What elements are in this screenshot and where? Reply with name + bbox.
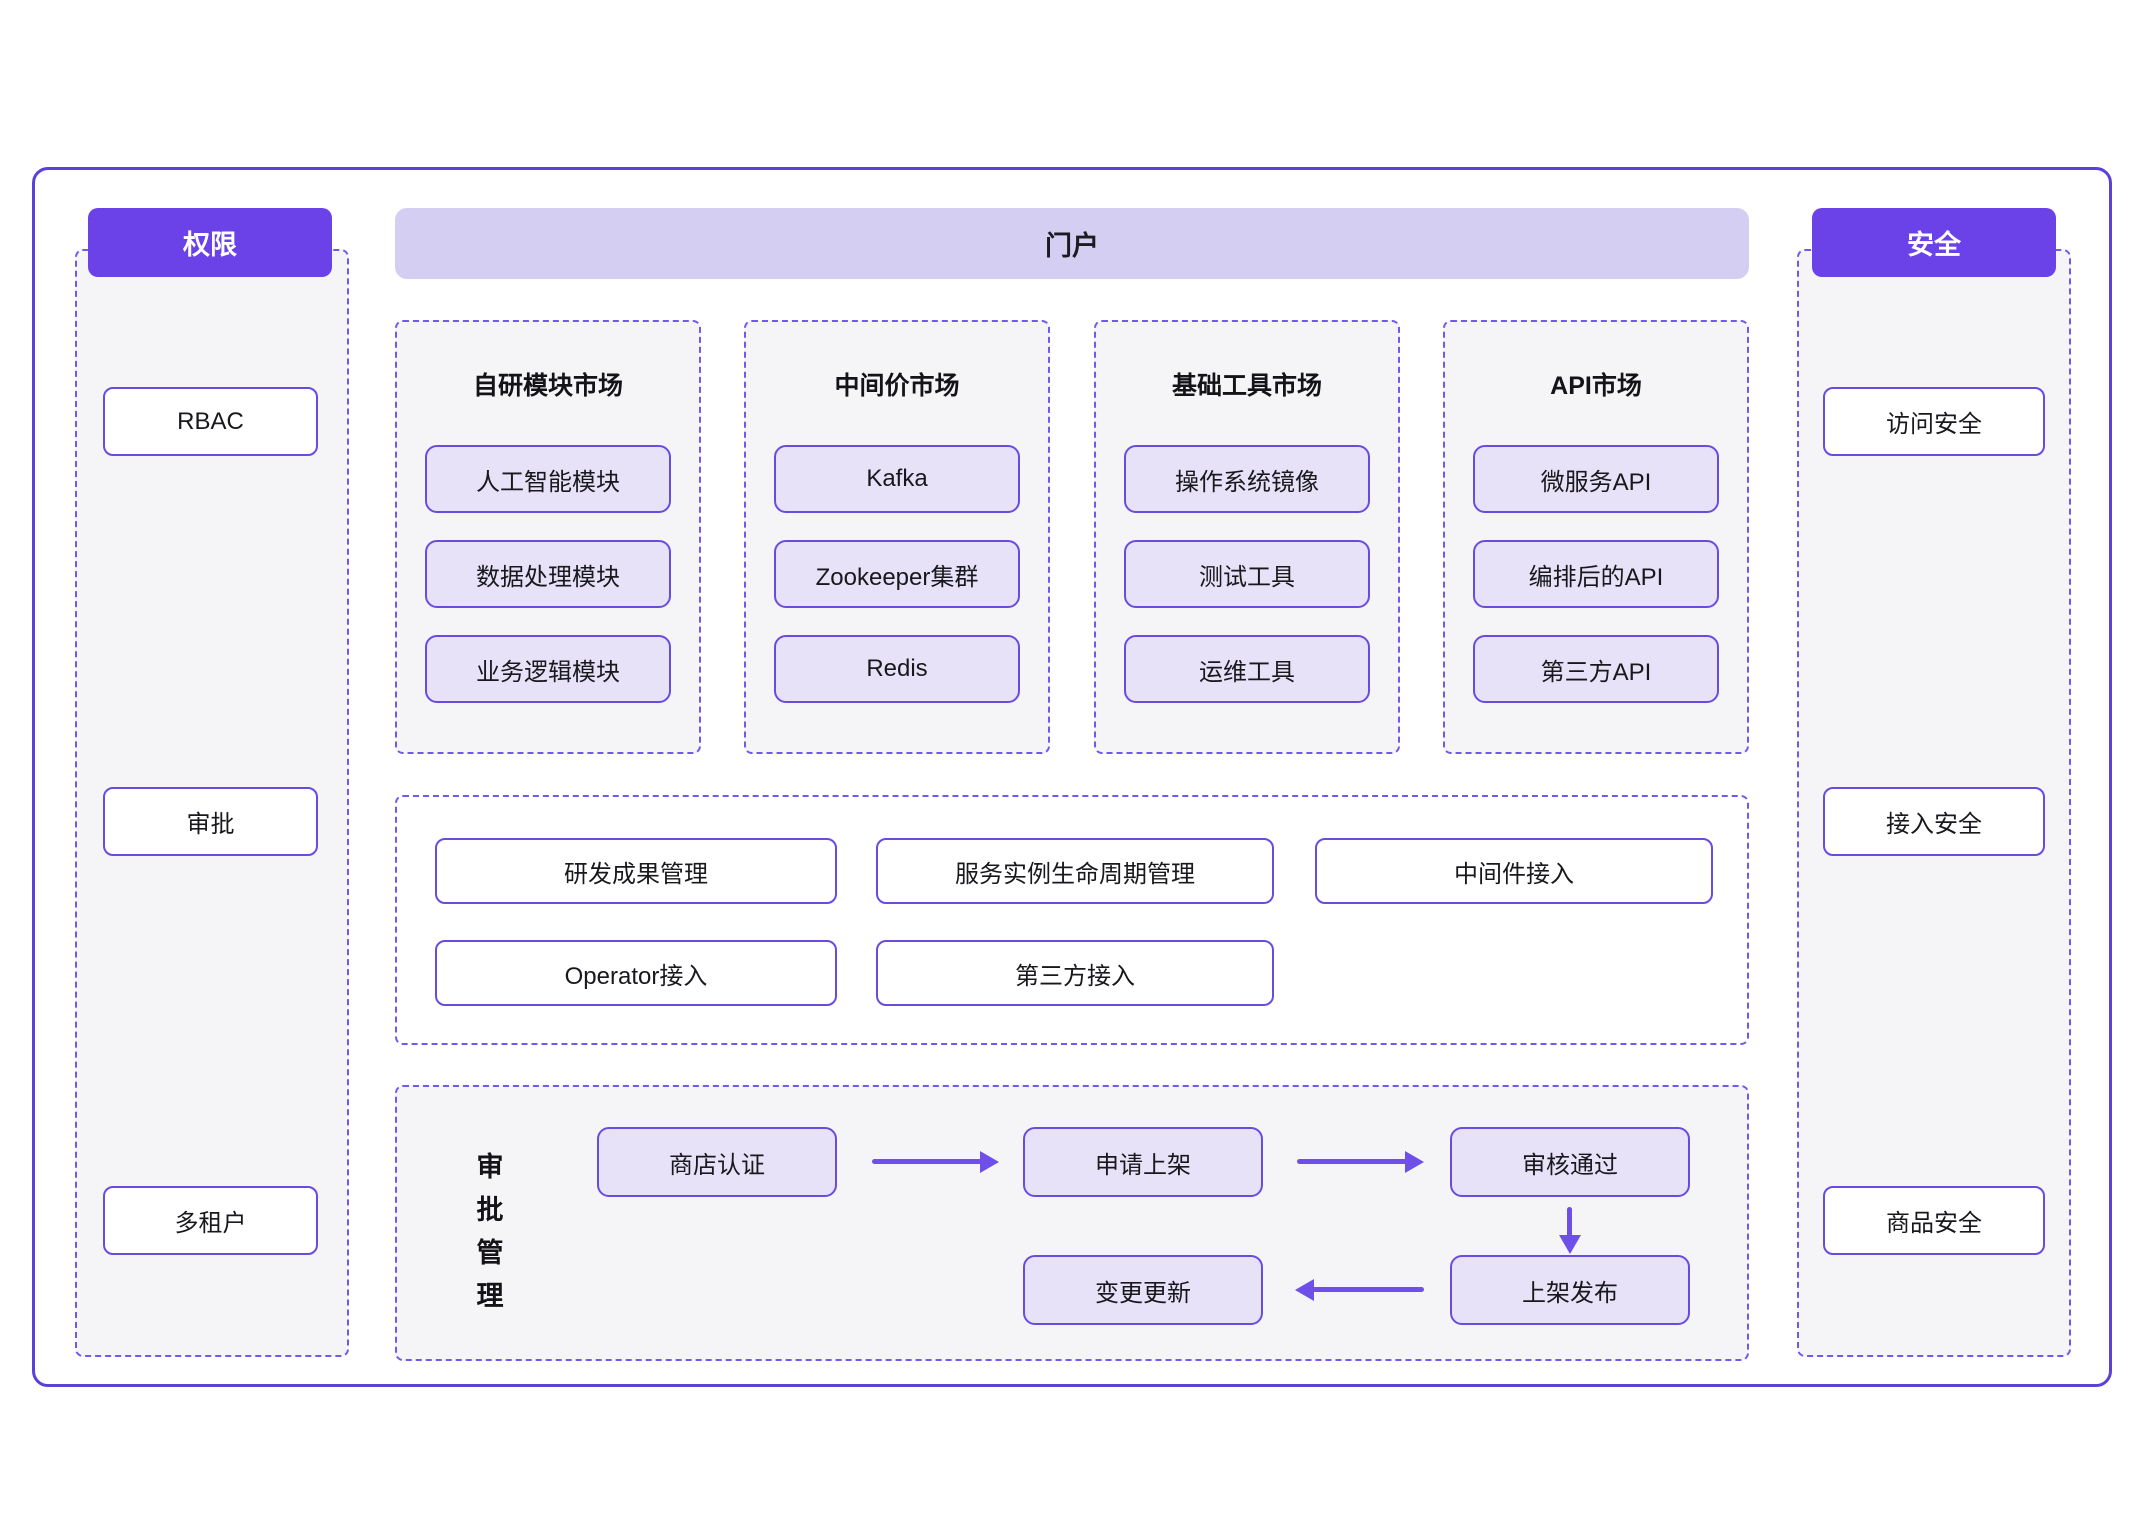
- market-item: Redis: [774, 635, 1020, 703]
- mgmt-middleware-access: 中间件接入: [1315, 838, 1713, 904]
- flow-step-store-certification: 商店认证: [597, 1127, 837, 1197]
- market-title: 自研模块市场: [472, 372, 623, 400]
- market-item: 编排后的API: [1473, 540, 1719, 608]
- approval-label-char: 管: [476, 1238, 504, 1268]
- market-item: 微服务API: [1473, 445, 1719, 513]
- flow-step-publish: 上架发布: [1450, 1255, 1690, 1325]
- permissions-header: 权限: [88, 208, 332, 277]
- market-item: 第三方API: [1473, 635, 1719, 703]
- market-item: Kafka: [774, 445, 1020, 513]
- flow-arrow-right-2: [1297, 1159, 1407, 1164]
- market-title: 基础工具市场: [1171, 372, 1322, 400]
- market-item: 数据处理模块: [425, 540, 671, 608]
- market-item: 操作系统镜像: [1124, 445, 1370, 513]
- flow-step-apply-listing: 申请上架: [1023, 1127, 1263, 1197]
- flow-arrow-left: [1312, 1287, 1424, 1292]
- security-item-access: 访问安全: [1823, 387, 2045, 456]
- market-item: Zookeeper集群: [774, 540, 1020, 608]
- flow-step-review-passed: 审核通过: [1450, 1127, 1690, 1197]
- flow-step-change-update: 变更更新: [1023, 1255, 1263, 1325]
- security-item-integration: 接入安全: [1823, 787, 2045, 856]
- security-item-product: 商品安全: [1823, 1186, 2045, 1255]
- approval-label-char: 理: [476, 1281, 504, 1311]
- management-section: [395, 795, 1749, 1045]
- permissions-item-rbac: RBAC: [103, 387, 318, 456]
- flow-arrow-right-1: [872, 1159, 982, 1164]
- market-item: 测试工具: [1124, 540, 1370, 608]
- market-item: 人工智能模块: [425, 445, 671, 513]
- mgmt-operator-access: Operator接入: [435, 940, 837, 1006]
- flow-arrow-down: [1567, 1207, 1572, 1237]
- security-header: 安全: [1812, 208, 2056, 277]
- portal-header: 门户: [395, 208, 1749, 279]
- market-title: API市场: [1550, 372, 1642, 400]
- permissions-item-approval: 审批: [103, 787, 318, 856]
- market-title: 中间价市场: [834, 372, 960, 400]
- market-item: 运维工具: [1124, 635, 1370, 703]
- permissions-item-multitenant: 多租户: [103, 1186, 318, 1255]
- approval-label-char: 审: [476, 1152, 504, 1182]
- approval-label-char: 批: [476, 1195, 504, 1225]
- market-item: 业务逻辑模块: [425, 635, 671, 703]
- mgmt-service-lifecycle: 服务实例生命周期管理: [876, 838, 1274, 904]
- mgmt-rd-results: 研发成果管理: [435, 838, 837, 904]
- approval-section-label: 审 批 管 理: [468, 1146, 512, 1318]
- mgmt-thirdparty-access: 第三方接入: [876, 940, 1274, 1006]
